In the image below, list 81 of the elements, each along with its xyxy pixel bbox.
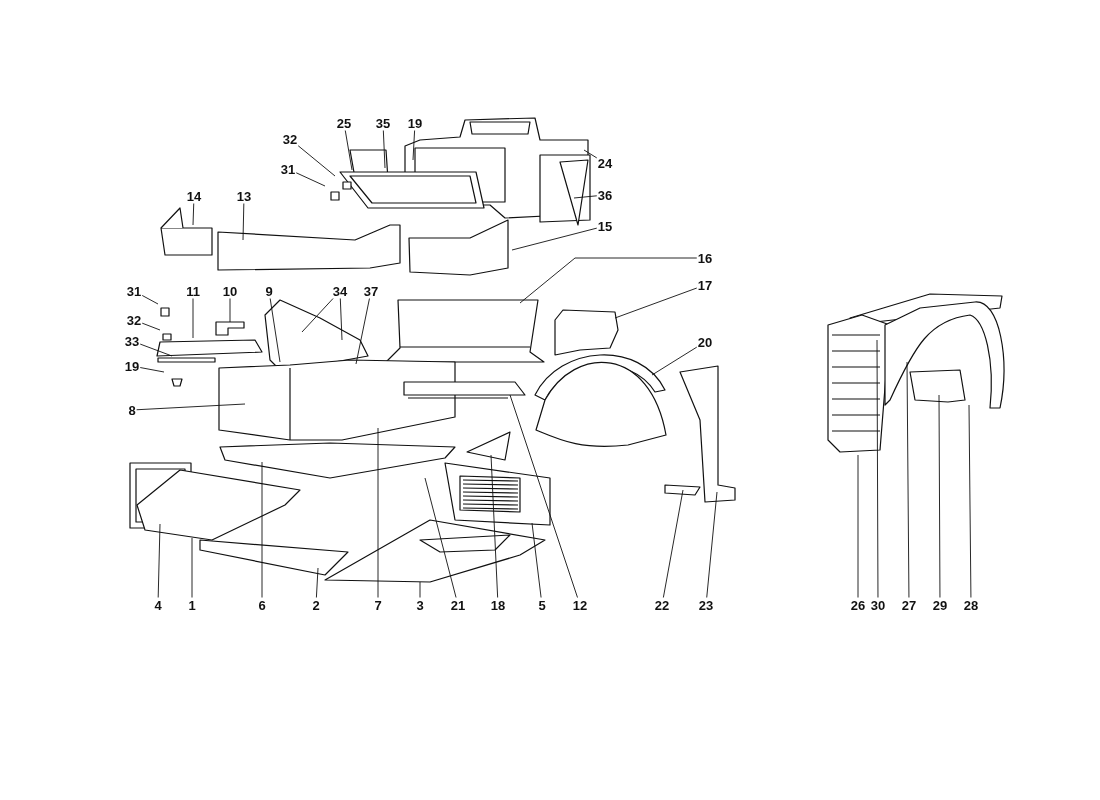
leader-line: [339, 298, 343, 341]
callout-number: 9: [264, 283, 274, 299]
leader-line: [651, 346, 698, 376]
leader-line: [191, 537, 193, 598]
callout-number: 25: [335, 115, 353, 131]
callout-number: 28: [962, 597, 980, 613]
leader-line: [157, 523, 161, 598]
callout-number: 8: [127, 402, 137, 418]
callout-number: 6: [257, 597, 267, 613]
leader-line: [509, 394, 578, 598]
leader-line: [136, 403, 246, 411]
callout-number: 36: [596, 187, 614, 203]
callout-number: 2: [311, 597, 321, 613]
leader-line: [614, 287, 698, 319]
callout-number: 23: [697, 597, 715, 613]
callout-number: 14: [185, 188, 203, 204]
leader-line: [531, 522, 542, 598]
callout-number: 19: [123, 358, 141, 374]
leader-line: [261, 461, 263, 598]
callout-number: 34: [331, 283, 349, 299]
callout-number: 5: [537, 597, 547, 613]
callout-number: 15: [596, 218, 614, 234]
leader-line: [662, 489, 684, 598]
callout-number: 22: [653, 597, 671, 613]
callout-number: 16: [696, 250, 714, 266]
leader-line: [424, 477, 457, 598]
callout-number: 13: [235, 188, 253, 204]
leader-line: [301, 298, 334, 333]
leader-line: [377, 427, 379, 598]
leader-line: [269, 298, 281, 363]
leader-line: [315, 567, 319, 598]
callout-number: 26: [849, 597, 867, 613]
leader-line: [382, 130, 386, 169]
leader-line: [355, 298, 370, 365]
leader-line: [857, 454, 859, 598]
leader-line: [490, 454, 499, 598]
callout-number: 33: [123, 333, 141, 349]
callout-number: 35: [374, 115, 392, 131]
callout-number: 24: [596, 155, 614, 171]
callout-number: 4: [153, 597, 163, 613]
leader-line: [412, 130, 416, 161]
leader-line: [192, 298, 194, 339]
leader-line: [344, 130, 353, 171]
callout-number: 32: [125, 312, 143, 328]
callout-number: 20: [696, 334, 714, 350]
leader-line: [573, 195, 598, 199]
leader-line: [968, 404, 972, 598]
callout-number: 29: [931, 597, 949, 613]
leader-line: [295, 172, 326, 187]
callout-number: 30: [869, 597, 887, 613]
leader-line: [519, 257, 698, 304]
callout-number: 10: [221, 283, 239, 299]
leader-line: [876, 339, 879, 598]
callout-number: 1: [187, 597, 197, 613]
leader-line: [139, 367, 165, 373]
leader-line: [511, 227, 598, 251]
leader-line: [419, 581, 421, 598]
callout-number: 21: [449, 597, 467, 613]
callout-number: 31: [279, 161, 297, 177]
callout-number: 19: [406, 115, 424, 131]
callout-number: 32: [281, 131, 299, 147]
callout-number: 12: [571, 597, 589, 613]
leader-line: [139, 343, 173, 357]
callout-number: 3: [415, 597, 425, 613]
leader-line: [192, 203, 195, 226]
leader-line: [242, 203, 245, 241]
callout-number: 7: [373, 597, 383, 613]
callout-number: 11: [185, 283, 201, 299]
callout-number: 17: [696, 277, 714, 293]
callout-number: 27: [900, 597, 918, 613]
leader-line: [229, 298, 231, 323]
leader-line: [583, 149, 598, 159]
leader-line: [297, 145, 336, 177]
leader-line: [906, 361, 910, 598]
leader-line: [938, 394, 941, 598]
leader-line: [706, 491, 718, 598]
callout-number: 37: [362, 283, 380, 299]
leader-line: [141, 322, 161, 331]
callout-number: 18: [489, 597, 507, 613]
callout-number: 31: [125, 283, 143, 299]
leader-line: [141, 295, 159, 305]
